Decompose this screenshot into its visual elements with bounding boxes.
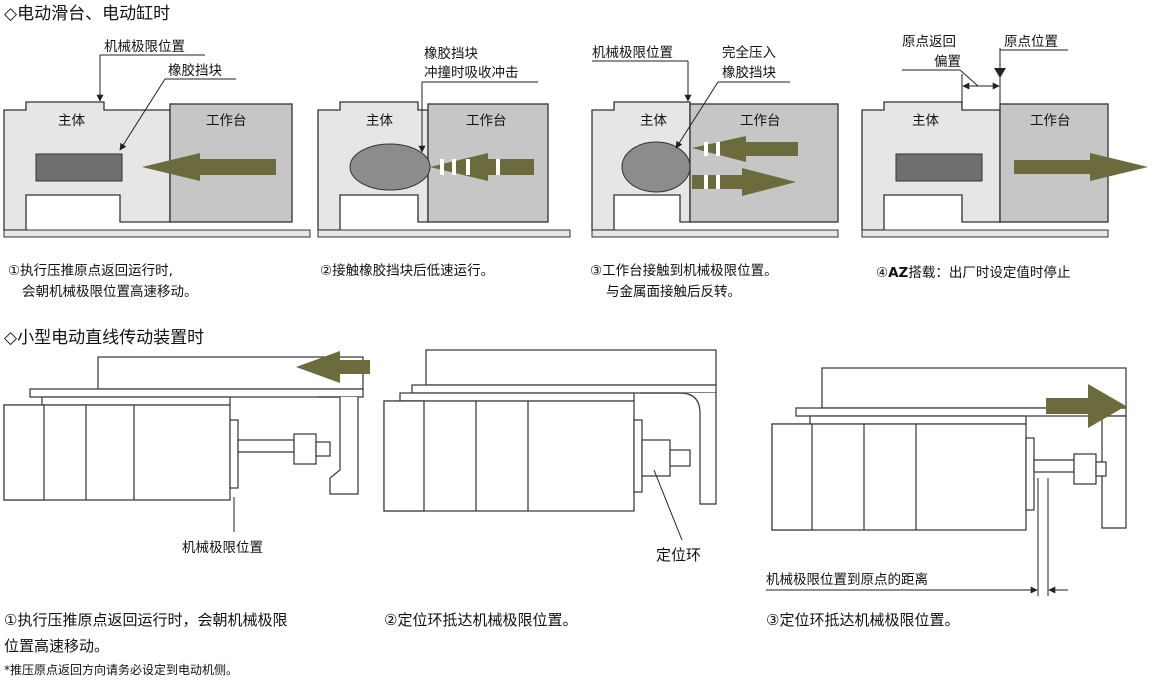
table-label: 工作台 bbox=[1030, 113, 1071, 129]
caption-line-2: 会朝机械极限位置高速移动。 bbox=[22, 283, 198, 300]
slider-plate bbox=[411, 384, 717, 394]
mini-actuator-panel-1 bbox=[3, 351, 370, 501]
arrow-stripe bbox=[452, 159, 456, 175]
caption-bold: AZ bbox=[888, 265, 908, 281]
arrow-stripe bbox=[716, 175, 720, 189]
work-table bbox=[689, 103, 839, 223]
mini-actuator-panel-3 bbox=[771, 367, 1127, 531]
rubber-stopper bbox=[35, 153, 123, 182]
flange bbox=[633, 419, 643, 493]
arrow-stripe bbox=[716, 142, 720, 156]
mini-actuator-panel-2 bbox=[383, 349, 717, 512]
callout-rubber-stopper: 橡胶挡块 bbox=[424, 45, 478, 62]
callout-offset: 偏置 bbox=[934, 54, 961, 70]
panel-2: 主体 工作台 橡胶挡块 冲撞时吸收冲击 ②接触橡胶挡块后低速运行。 bbox=[317, 45, 571, 279]
flange bbox=[1025, 437, 1035, 511]
shaft bbox=[237, 439, 295, 453]
slider-bracket bbox=[640, 392, 717, 505]
caption-line-1: ③工作台接触到机械极限位置。 bbox=[590, 262, 778, 279]
arrow-left bbox=[296, 351, 370, 383]
compressed-rubber-stopper bbox=[349, 143, 431, 191]
arrow-stripe bbox=[704, 142, 708, 156]
base-rail bbox=[317, 229, 571, 238]
stopper-collar bbox=[641, 439, 671, 477]
flange bbox=[229, 419, 239, 489]
base-rail bbox=[3, 229, 311, 238]
motor-housing bbox=[771, 423, 1027, 531]
leader-offset bbox=[959, 69, 979, 87]
arrow-stripe bbox=[440, 159, 444, 175]
table-label: 工作台 bbox=[466, 113, 507, 129]
base-rail bbox=[861, 229, 1109, 238]
slider-plate bbox=[29, 388, 364, 398]
body-label: 主体 bbox=[640, 113, 668, 129]
shaft-end bbox=[315, 441, 331, 457]
footnote: *推压原点返回方向请务必设定到电动机侧。 bbox=[4, 662, 238, 677]
leader-stop-ring bbox=[653, 469, 683, 541]
slider-bracket bbox=[1101, 415, 1127, 529]
frame-top bbox=[41, 396, 231, 406]
callout-mechanical-limit: 机械极限位置 bbox=[104, 39, 185, 55]
caption-line-1: ①执行压推原点返回运行时，会朝机械极限 bbox=[4, 611, 287, 629]
table-label: 工作台 bbox=[206, 113, 247, 129]
caption-line-1: ③定位环抵达机械极限位置。 bbox=[766, 611, 959, 629]
caption-line-1: ④AZ搭载：出厂时设定值时停止 bbox=[876, 264, 1070, 281]
label-stop-ring: 定位环 bbox=[656, 546, 701, 564]
caption-line-2: 与金属面接触后反转。 bbox=[606, 283, 741, 300]
panel-4: 主体 工作台 原点返回 偏置 原点位置 ④AZ搭载：出厂时设定值时停止 bbox=[861, 34, 1148, 281]
body-label: 主体 bbox=[912, 113, 940, 129]
caption-line-2: 位置高速移动。 bbox=[4, 637, 109, 655]
motor-housing bbox=[383, 400, 635, 512]
callout-rubber-stopper: 橡胶挡块 bbox=[722, 64, 776, 81]
arrow-stripe bbox=[466, 159, 470, 175]
caption-line-1: ①执行压推原点返回运行时, bbox=[8, 263, 173, 279]
callout-rubber-stopper: 橡胶挡块 bbox=[168, 62, 222, 79]
callout-home-return: 原点返回 bbox=[902, 34, 956, 50]
caption-line-1: ②定位环抵达机械极限位置。 bbox=[384, 611, 577, 629]
rubber-stopper bbox=[895, 153, 983, 182]
home-position-marker bbox=[994, 68, 1006, 78]
panel-1: 主体 工作台 机械极限位置 橡胶挡块 ①执行压推原点返回运行时, 会朝机械极限位… bbox=[3, 39, 311, 300]
callout-mechanical-limit: 机械极限位置 bbox=[592, 45, 673, 61]
shaft bbox=[1033, 459, 1075, 473]
callout-fully-pressed: 完全压入 bbox=[722, 44, 776, 61]
label-distance: 机械极限位置到原点的距离 bbox=[766, 571, 928, 588]
callout-absorbs-shock: 冲撞时吸收冲击 bbox=[424, 65, 519, 81]
motor-end-cap bbox=[3, 404, 45, 501]
shaft-end bbox=[669, 449, 691, 467]
caption-line-1: ②接触橡胶挡块后低速运行。 bbox=[320, 262, 494, 279]
slider-bracket bbox=[318, 396, 359, 495]
arrow-left bbox=[142, 153, 276, 181]
arrow-right bbox=[1014, 153, 1148, 181]
base-rail bbox=[591, 229, 839, 238]
arrow-stripe bbox=[704, 175, 708, 189]
stopper-collar bbox=[293, 433, 317, 465]
leader-rubber-stopper bbox=[119, 78, 166, 151]
panel-3: 主体 工作台 机械极限位置 完全压入 橡胶挡块 ③工作台接触到机械极限位置。 与… bbox=[590, 44, 839, 300]
caption-rest: 搭载：出厂时设定值时停止 bbox=[908, 264, 1070, 281]
body-label: 主体 bbox=[366, 113, 393, 129]
motor-end-cap bbox=[771, 423, 813, 531]
fully-compressed-rubber-stopper bbox=[621, 141, 691, 193]
body-label: 主体 bbox=[58, 113, 85, 129]
motor-end-cap bbox=[383, 400, 425, 512]
section2-title: ◇小型电动直线传动装置时 bbox=[4, 328, 204, 348]
table-label: 工作台 bbox=[740, 113, 781, 129]
callout-home-position: 原点位置 bbox=[1004, 34, 1058, 50]
frame-top bbox=[399, 392, 635, 402]
label-mechanical-limit: 机械极限位置 bbox=[182, 540, 263, 556]
caption-prefix: ④ bbox=[876, 265, 888, 281]
slider-top-plate bbox=[425, 349, 717, 386]
leader-rubber-stopper bbox=[675, 81, 719, 149]
section1-title: ◇电动滑台、电动缸时 bbox=[4, 3, 170, 24]
shaft-end bbox=[1095, 461, 1107, 477]
stopper-collar bbox=[1073, 453, 1097, 485]
arrow-stripe bbox=[496, 159, 500, 175]
frame-top bbox=[809, 415, 1027, 425]
arrow-right bbox=[1046, 384, 1126, 428]
arrow-left-slow bbox=[430, 153, 534, 181]
